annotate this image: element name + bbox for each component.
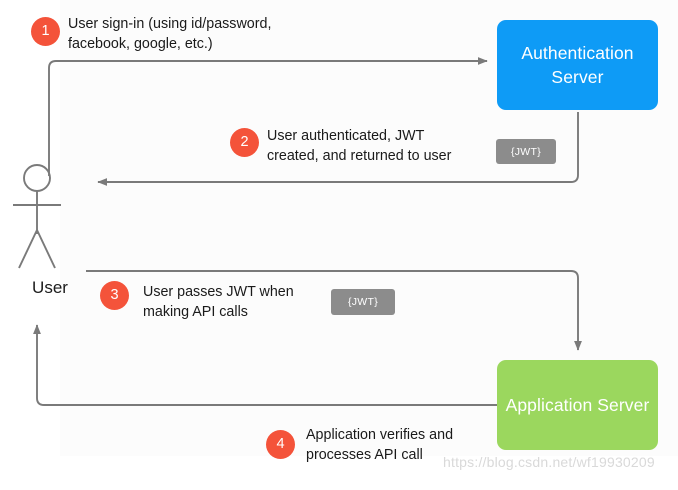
authentication-server-node[interactable]: Authentication Server [497, 20, 658, 110]
step-caption-4: Application verifies and processes API c… [306, 427, 454, 464]
step-caption-1: User sign-in (using id/password, faceboo… [68, 16, 272, 53]
actor-leg-left-line [18, 229, 38, 269]
step-badge-3: 3 [100, 281, 129, 310]
step-caption-2: User authenticated, JWT created, and ret… [267, 128, 452, 165]
actor-head-icon [23, 164, 51, 192]
step-badge-2: 2 [230, 128, 259, 157]
user-actor-label: User [32, 278, 68, 297]
jwt-token-chip-auth: {JWT} [496, 139, 556, 164]
watermark-text: https://blog.csdn.net/wf19930209 [443, 454, 655, 470]
step-caption-3: User passes JWT when making API calls [143, 284, 294, 321]
application-server-label: Application Server [505, 394, 650, 415]
authentication-server-label: Authentication Server [521, 42, 634, 87]
jwt-token-chip-api: {JWT} [331, 289, 395, 315]
user-actor-figure [13, 164, 61, 269]
application-server-node[interactable]: Application Server [497, 360, 658, 450]
step-badge-4: 4 [266, 430, 295, 459]
step-badge-1: 1 [31, 17, 60, 46]
actor-leg-right-line [36, 229, 56, 269]
